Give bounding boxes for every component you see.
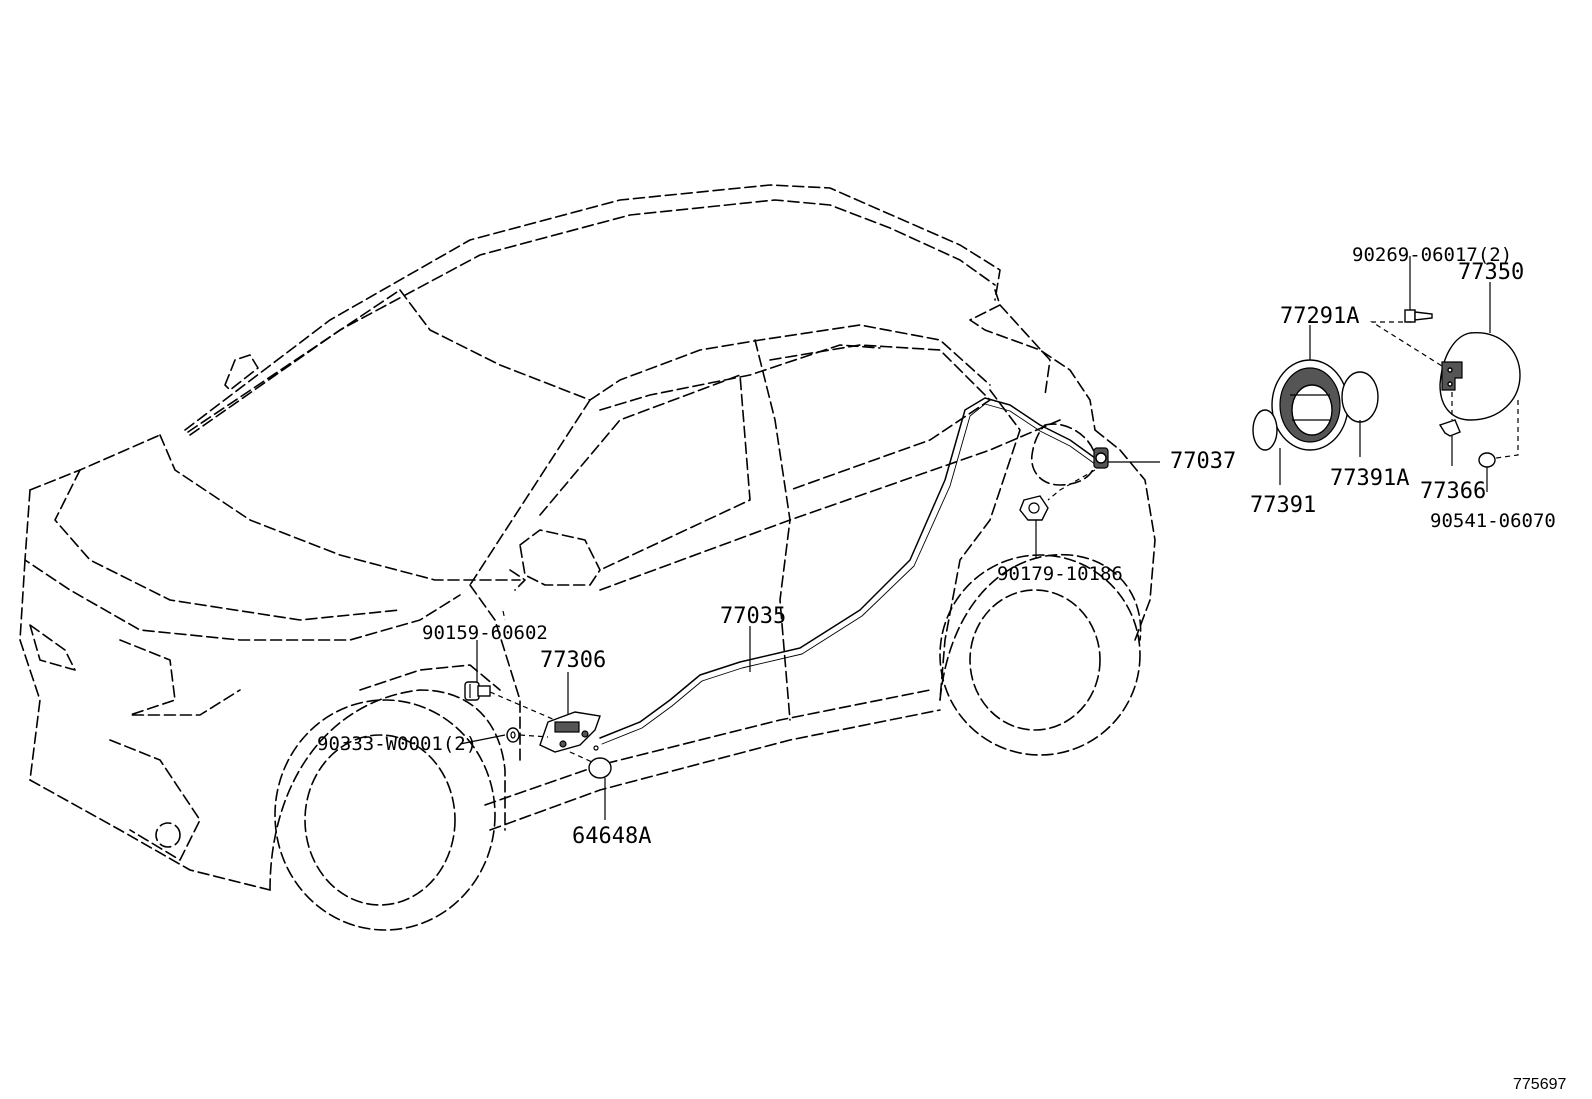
- nut-part: [1019, 495, 1049, 521]
- label-90179-10186: 90179-10186: [997, 563, 1123, 585]
- front-wheel: [274, 699, 496, 931]
- roof-inner-line: [189, 199, 996, 436]
- label-77306: 77306: [540, 648, 606, 673]
- label-90269-06017: 90269-06017(2): [1352, 244, 1512, 266]
- leader-lines: [459, 256, 1519, 820]
- cushion-part: [1478, 452, 1496, 468]
- seal-part: [1341, 371, 1379, 423]
- cable-sheath: [601, 403, 1096, 745]
- rear-wheel-arch: [939, 553, 1142, 701]
- headlamp: [29, 624, 76, 671]
- side-mirror: [519, 529, 601, 586]
- label-77391a: 77391A: [1330, 466, 1409, 491]
- windshield-bottom: [159, 434, 521, 581]
- diagram-id: 775697: [1513, 1076, 1566, 1093]
- gasket-part: [1252, 409, 1278, 451]
- windshield-frame: [399, 289, 591, 401]
- rear-spoiler: [969, 289, 1096, 431]
- b-pillar: [754, 339, 791, 721]
- label-77035: 77035: [720, 604, 786, 629]
- rocker-lower: [484, 689, 931, 806]
- window-beltline-top: [589, 324, 991, 401]
- label-77366: 77366: [1420, 479, 1486, 504]
- front-grille: [119, 639, 241, 716]
- fuel-door-release-cable: [599, 397, 1096, 739]
- fog-lamp: [155, 822, 181, 848]
- foglamp-area: [109, 739, 201, 861]
- label-77391: 77391: [1250, 493, 1316, 518]
- side-crease: [599, 419, 1061, 591]
- vehicle-outline: [19, 184, 1156, 931]
- screw-part: [1404, 309, 1433, 323]
- rear-quarter: [1094, 429, 1156, 641]
- label-90159-60602: 90159-60602: [422, 622, 548, 644]
- front-wheel-arch: [269, 689, 506, 891]
- label-90541-06070: 90541-06070: [1430, 510, 1556, 532]
- washer-part: [506, 727, 520, 743]
- rear-door: [939, 389, 1021, 701]
- label-77037: 77037: [1170, 449, 1236, 474]
- fuel-door-opening: [1031, 423, 1096, 486]
- label-90333-w0001: 90333-W0001(2): [317, 733, 477, 755]
- fuel-filler-housing-part: [1271, 359, 1349, 451]
- rear-wheel-rim: [969, 589, 1101, 731]
- rearview-mirror: [224, 354, 259, 391]
- label-64648a: 64648A: [572, 824, 651, 849]
- front-fender: [359, 664, 501, 691]
- hood-line: [29, 434, 161, 491]
- fuel-lid-hinge-part: [1441, 361, 1463, 391]
- rear-window: [769, 344, 991, 491]
- release-lever-part: [539, 711, 601, 753]
- windshield-top: [187, 289, 401, 433]
- front-door: [469, 584, 521, 761]
- window-beltline-inner: [599, 344, 881, 411]
- label-77291a: 77291A: [1280, 304, 1359, 329]
- rocker-panel: [489, 709, 941, 831]
- mirror-stalk: [509, 569, 526, 591]
- hood-front: [24, 489, 461, 641]
- rear-wheel: [939, 554, 1141, 756]
- bolt-part: [464, 681, 491, 701]
- front-wheel-rim: [304, 734, 456, 906]
- cable-clip-part: [588, 745, 612, 779]
- part-labels: 90269-06017(2) 77350 77291A 77037 77391 …: [317, 244, 1566, 1093]
- bracket-part: [1438, 419, 1461, 437]
- front-fascia: [19, 559, 41, 781]
- rear-pillar: [999, 304, 1051, 396]
- roof-line: [184, 184, 1001, 431]
- front-window: [539, 374, 751, 571]
- label-77350: 77350: [1458, 260, 1524, 285]
- bumper-line: [29, 779, 271, 891]
- hood-crease: [54, 469, 401, 621]
- a-pillar: [469, 399, 591, 586]
- fuel-lid-lock-part: [1093, 447, 1109, 469]
